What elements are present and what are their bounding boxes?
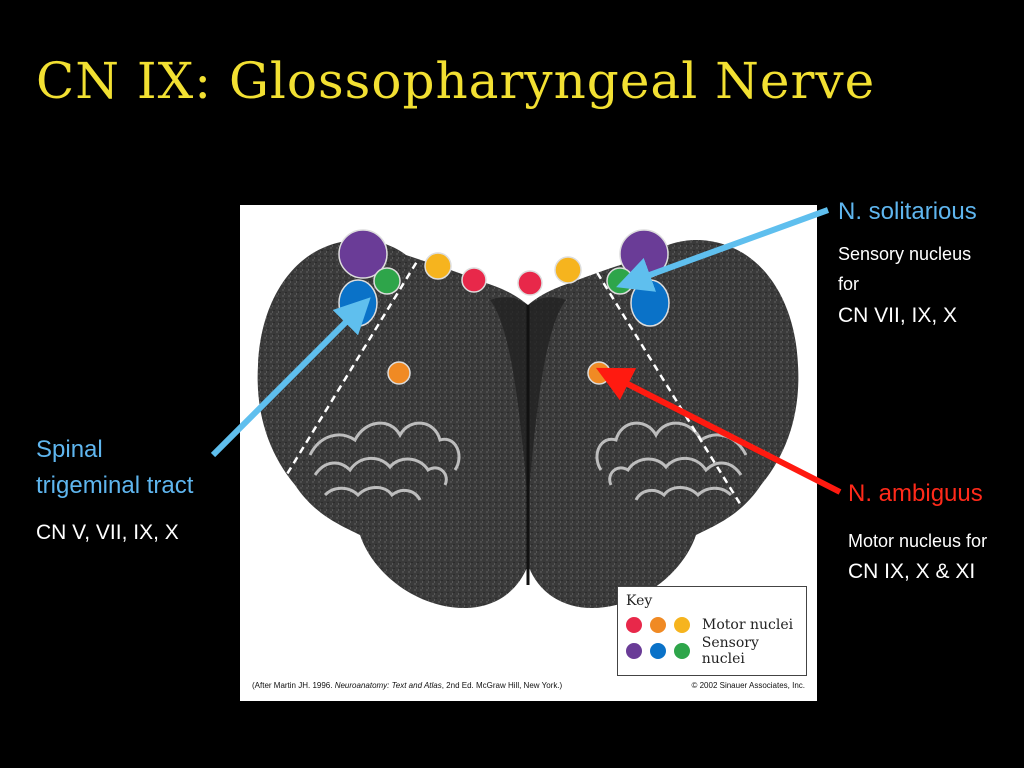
key-dot-purple (626, 643, 642, 659)
label-spinal-trigeminal-name-1: Spinal (36, 436, 103, 463)
key-dot-green (673, 643, 690, 659)
nucleus-yellow-right (554, 256, 582, 284)
dashed-line-left (260, 231, 437, 516)
nucleus-green-left (373, 267, 401, 295)
label-spinal-trigeminal-desc: CN V, VII, IX, X (36, 521, 179, 544)
arrow-spinal-trigeminal (210, 297, 371, 458)
key-dot-blue (649, 643, 666, 659)
label-ambiguus-name: N. ambiguus (848, 480, 983, 507)
label-solitarius-desc-2: for (838, 274, 860, 294)
legend-key: Key Motor nuclei Sensory nuclei (617, 586, 807, 676)
label-spinal-trigeminal-name-2: trigeminal tract (36, 472, 194, 499)
label-solitarius-desc-1: Sensory nucleus (838, 244, 972, 264)
label-solitarius-name: N. solitarious (838, 198, 977, 225)
key-dot-yellow (674, 617, 690, 633)
key-title: Key (626, 593, 653, 609)
cerebellar-folia-left (308, 421, 461, 501)
figure-credit-copyright: © 2002 Sinauer Associates, Inc. (691, 681, 805, 690)
label-ambiguus-desc-1: Motor nucleus for (848, 531, 988, 551)
page-title: CN IX: Glossopharyngeal Nerve (36, 52, 876, 110)
nucleus-orange-left (387, 361, 411, 385)
arrow-ambiguus (595, 367, 842, 495)
brainstem-section-figure: Key Motor nuclei Sensory nuclei (After M… (240, 205, 817, 701)
nucleus-red-left (461, 267, 487, 293)
key-row-sensory: Sensory nuclei (626, 635, 806, 667)
nucleus-red-right (517, 270, 543, 296)
key-label-motor: Motor nuclei (702, 617, 794, 633)
figure-credit-source: (After Martin JH. 1996. Neuroanatomy: Te… (252, 681, 563, 690)
key-label-sensory: Sensory nuclei (701, 635, 759, 667)
arrow-solitarius (616, 207, 830, 292)
nucleus-purple-left (338, 229, 388, 279)
key-row-motor: Motor nuclei (626, 616, 793, 634)
key-dot-red (626, 617, 642, 633)
label-solitarius-desc-3: CN VII, IX, X (838, 304, 958, 327)
label-ambiguus-desc-2: CN IX, X & XI (848, 560, 976, 583)
key-dot-orange (650, 617, 666, 633)
nucleus-yellow-left (424, 252, 452, 280)
dashed-line-right (570, 231, 749, 516)
cerebellar-folia-right (595, 421, 748, 501)
